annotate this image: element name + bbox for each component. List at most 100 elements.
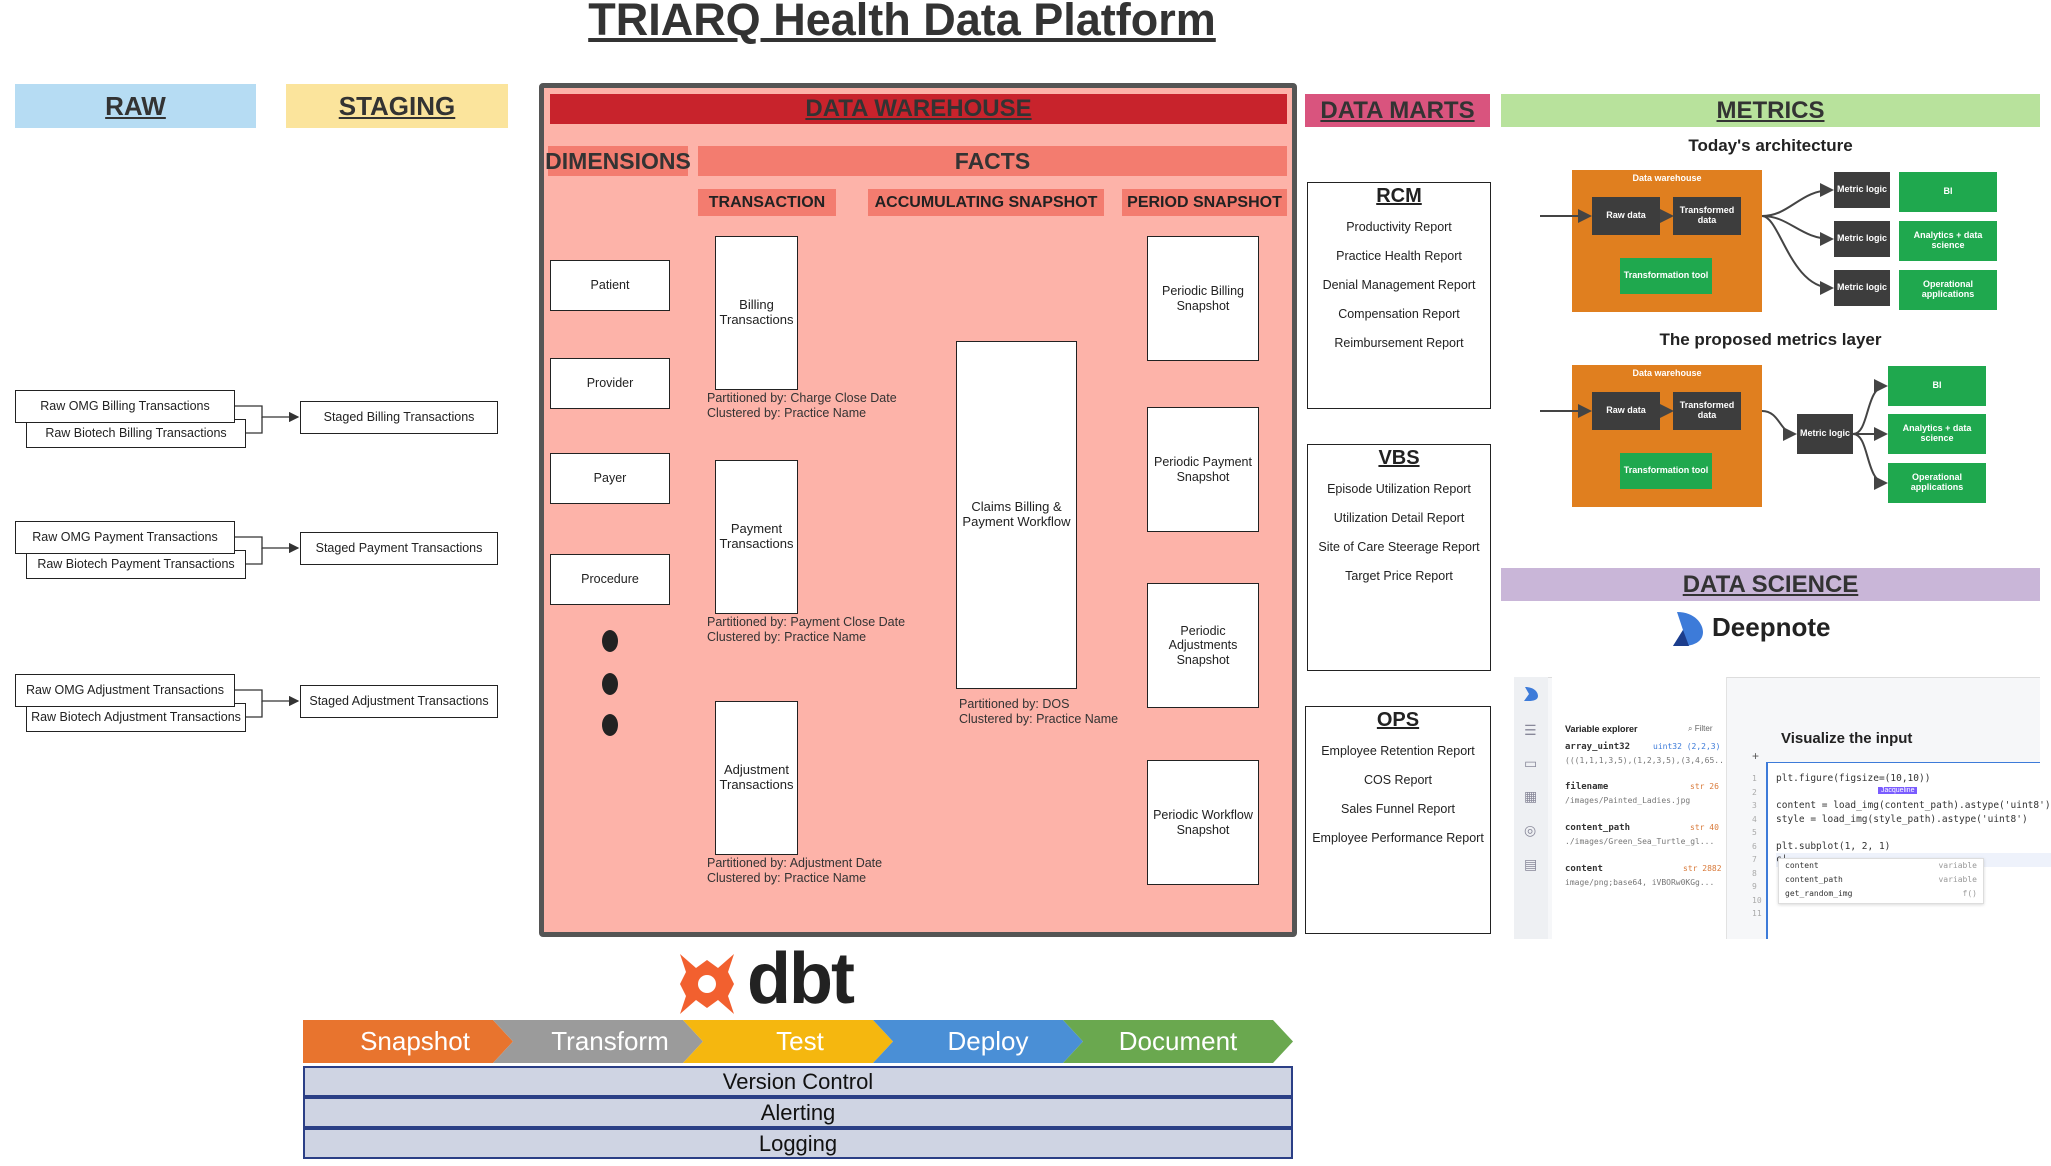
step-deploy: Deploy [947, 1026, 1029, 1056]
raw-header: RAW [15, 84, 256, 128]
variable-type: uint32 (2,2,3) [1653, 742, 1721, 751]
transformation-tool-block: Transformation tool [1620, 258, 1712, 294]
variable-item[interactable]: filename [1565, 782, 1609, 792]
github-icon[interactable]: ◎ [1524, 822, 1537, 838]
dimension-patient: Patient [550, 260, 670, 311]
ellipsis-dot [602, 714, 618, 736]
dimension-payer: Payer [550, 453, 670, 504]
mart-rcm: RCM Productivity Report Practice Health … [1307, 182, 1491, 409]
variable-value: image/png;base64, iVBORw0KGg... [1565, 878, 1715, 887]
periodic-workflow-snapshot: Periodic Workflow Snapshot [1147, 760, 1259, 885]
variable-value: /images/Painted_Ladies.jpg [1565, 796, 1691, 805]
payment-transactions: Payment Transactions [715, 460, 798, 614]
metrics-header: METRICS [1501, 94, 2040, 127]
warehouse-label: Data warehouse [1632, 173, 1702, 184]
alerting-bar: Alerting [303, 1097, 1293, 1128]
billing-transactions: Billing Transactions [715, 236, 798, 390]
deepnote-logo-icon [1673, 612, 1703, 646]
version-control-bar: Version Control [303, 1066, 1293, 1097]
files-icon[interactable]: ▭ [1524, 755, 1538, 771]
dbt-steps-chevrons [303, 1020, 1293, 1063]
comment-icon[interactable]: ▤ [1524, 856, 1538, 872]
variable-value: ./images/Green_Sea_Turtle_gl... [1565, 837, 1715, 846]
metric-logic-block: Metric logic [1797, 414, 1853, 454]
mart-ops: OPS Employee Retention Report COS Report… [1305, 706, 1491, 934]
variable-type: str 2882 [1683, 864, 1722, 873]
warehouse-label: Data warehouse [1632, 368, 1702, 379]
periodic-adjustments-snapshot: Periodic Adjustments Snapshot [1147, 583, 1259, 708]
raw-data-block: Raw data [1592, 197, 1660, 235]
transaction-header: TRANSACTION [698, 189, 836, 216]
ellipsis-dot [602, 630, 618, 652]
operational-block: Operational applications [1888, 463, 1986, 503]
add-block-icon[interactable]: + [1752, 749, 1760, 763]
claims-billing-payment-workflow: Claims Billing & Payment Workflow [956, 341, 1077, 689]
raw-omg-billing: Raw OMG Billing Transactions [15, 390, 235, 423]
filter-button[interactable]: ⌕ Filter [1688, 724, 1713, 733]
raw-data-block: Raw data [1592, 392, 1660, 430]
periodic-payment-snapshot: Periodic Payment Snapshot [1147, 407, 1259, 532]
variable-value: (((1,1,1,3,5),(1,2,3,5),(3,4,65.. [1565, 756, 1724, 765]
analytics-block: Analytics + data science [1899, 221, 1997, 261]
variable-type: str 40 [1690, 823, 1719, 832]
analytics-block: Analytics + data science [1888, 414, 1986, 454]
collaborator-badge: Jacqueline [1878, 787, 1918, 794]
adjustment-transactions: Adjustment Transactions [715, 701, 798, 855]
step-transform: Transform [551, 1026, 669, 1056]
data-warehouse-header: DATA WAREHOUSE [550, 94, 1287, 124]
variable-item[interactable]: content [1565, 864, 1603, 874]
step-snapshot: Snapshot [360, 1026, 470, 1056]
staged-billing: Staged Billing Transactions [300, 401, 498, 434]
dbt-logo-icon [680, 954, 734, 1014]
operational-block: Operational applications [1899, 270, 1997, 310]
metric-logic-block: Metric logic [1834, 172, 1890, 208]
raw-omg-adjustment: Raw OMG Adjustment Transactions [15, 674, 235, 707]
page-title: TRIARQ Health Data Platform [588, 0, 1216, 45]
period-header: PERIOD SNAPSHOT [1122, 189, 1287, 216]
menu-icon[interactable]: ☰ [1524, 722, 1537, 738]
variable-item[interactable]: content_path [1565, 823, 1631, 833]
raw-biotech-payment: Raw Biotech Payment Transactions [26, 550, 246, 579]
variable-explorer-title: Variable explorer [1565, 724, 1638, 734]
facts-header: FACTS [698, 146, 1287, 176]
transformed-data-block: Transformed data [1673, 392, 1741, 430]
variable-explorer-panel [1552, 677, 1727, 939]
metric-logic-block: Metric logic [1834, 221, 1890, 257]
deepnote-small-icon[interactable] [1522, 686, 1540, 702]
variable-type: str 26 [1690, 782, 1719, 791]
apps-icon[interactable]: ▦ [1524, 788, 1538, 804]
data-science-header: DATA SCIENCE [1501, 568, 2040, 601]
transformed-data-block: Transformed data [1673, 197, 1741, 235]
logging-bar: Logging [303, 1128, 1293, 1159]
staged-adjustment: Staged Adjustment Transactions [300, 685, 498, 718]
step-test: Test [776, 1026, 824, 1056]
bi-block: BI [1899, 172, 1997, 212]
mart-vbs: VBS Episode Utilization Report Utilizati… [1307, 444, 1491, 671]
periodic-billing-snapshot: Periodic Billing Snapshot [1147, 236, 1259, 361]
variable-item[interactable]: array_uint32 [1565, 742, 1631, 752]
accumulating-header: ACCUMULATING SNAPSHOT [868, 189, 1104, 216]
data-marts-header: DATA MARTS [1305, 94, 1490, 127]
notebook-heading: Visualize the input [1781, 730, 1913, 747]
deepnote-sidebar [1514, 677, 1548, 939]
staging-header: STAGING [286, 84, 508, 128]
ellipsis-dot [602, 673, 618, 695]
metric-logic-block: Metric logic [1834, 270, 1890, 306]
step-document: Document [1118, 1026, 1238, 1056]
staged-payment: Staged Payment Transactions [300, 532, 498, 565]
dimension-provider: Provider [550, 358, 670, 409]
raw-biotech-billing: Raw Biotech Billing Transactions [26, 419, 246, 448]
today-architecture-title: Today's architecture [1688, 136, 1853, 155]
bi-block: BI [1888, 366, 1986, 406]
raw-biotech-adjustment: Raw Biotech Adjustment Transactions [26, 703, 246, 732]
proposed-metrics-title: The proposed metrics layer [1659, 330, 1882, 349]
raw-omg-payment: Raw OMG Payment Transactions [15, 521, 235, 554]
